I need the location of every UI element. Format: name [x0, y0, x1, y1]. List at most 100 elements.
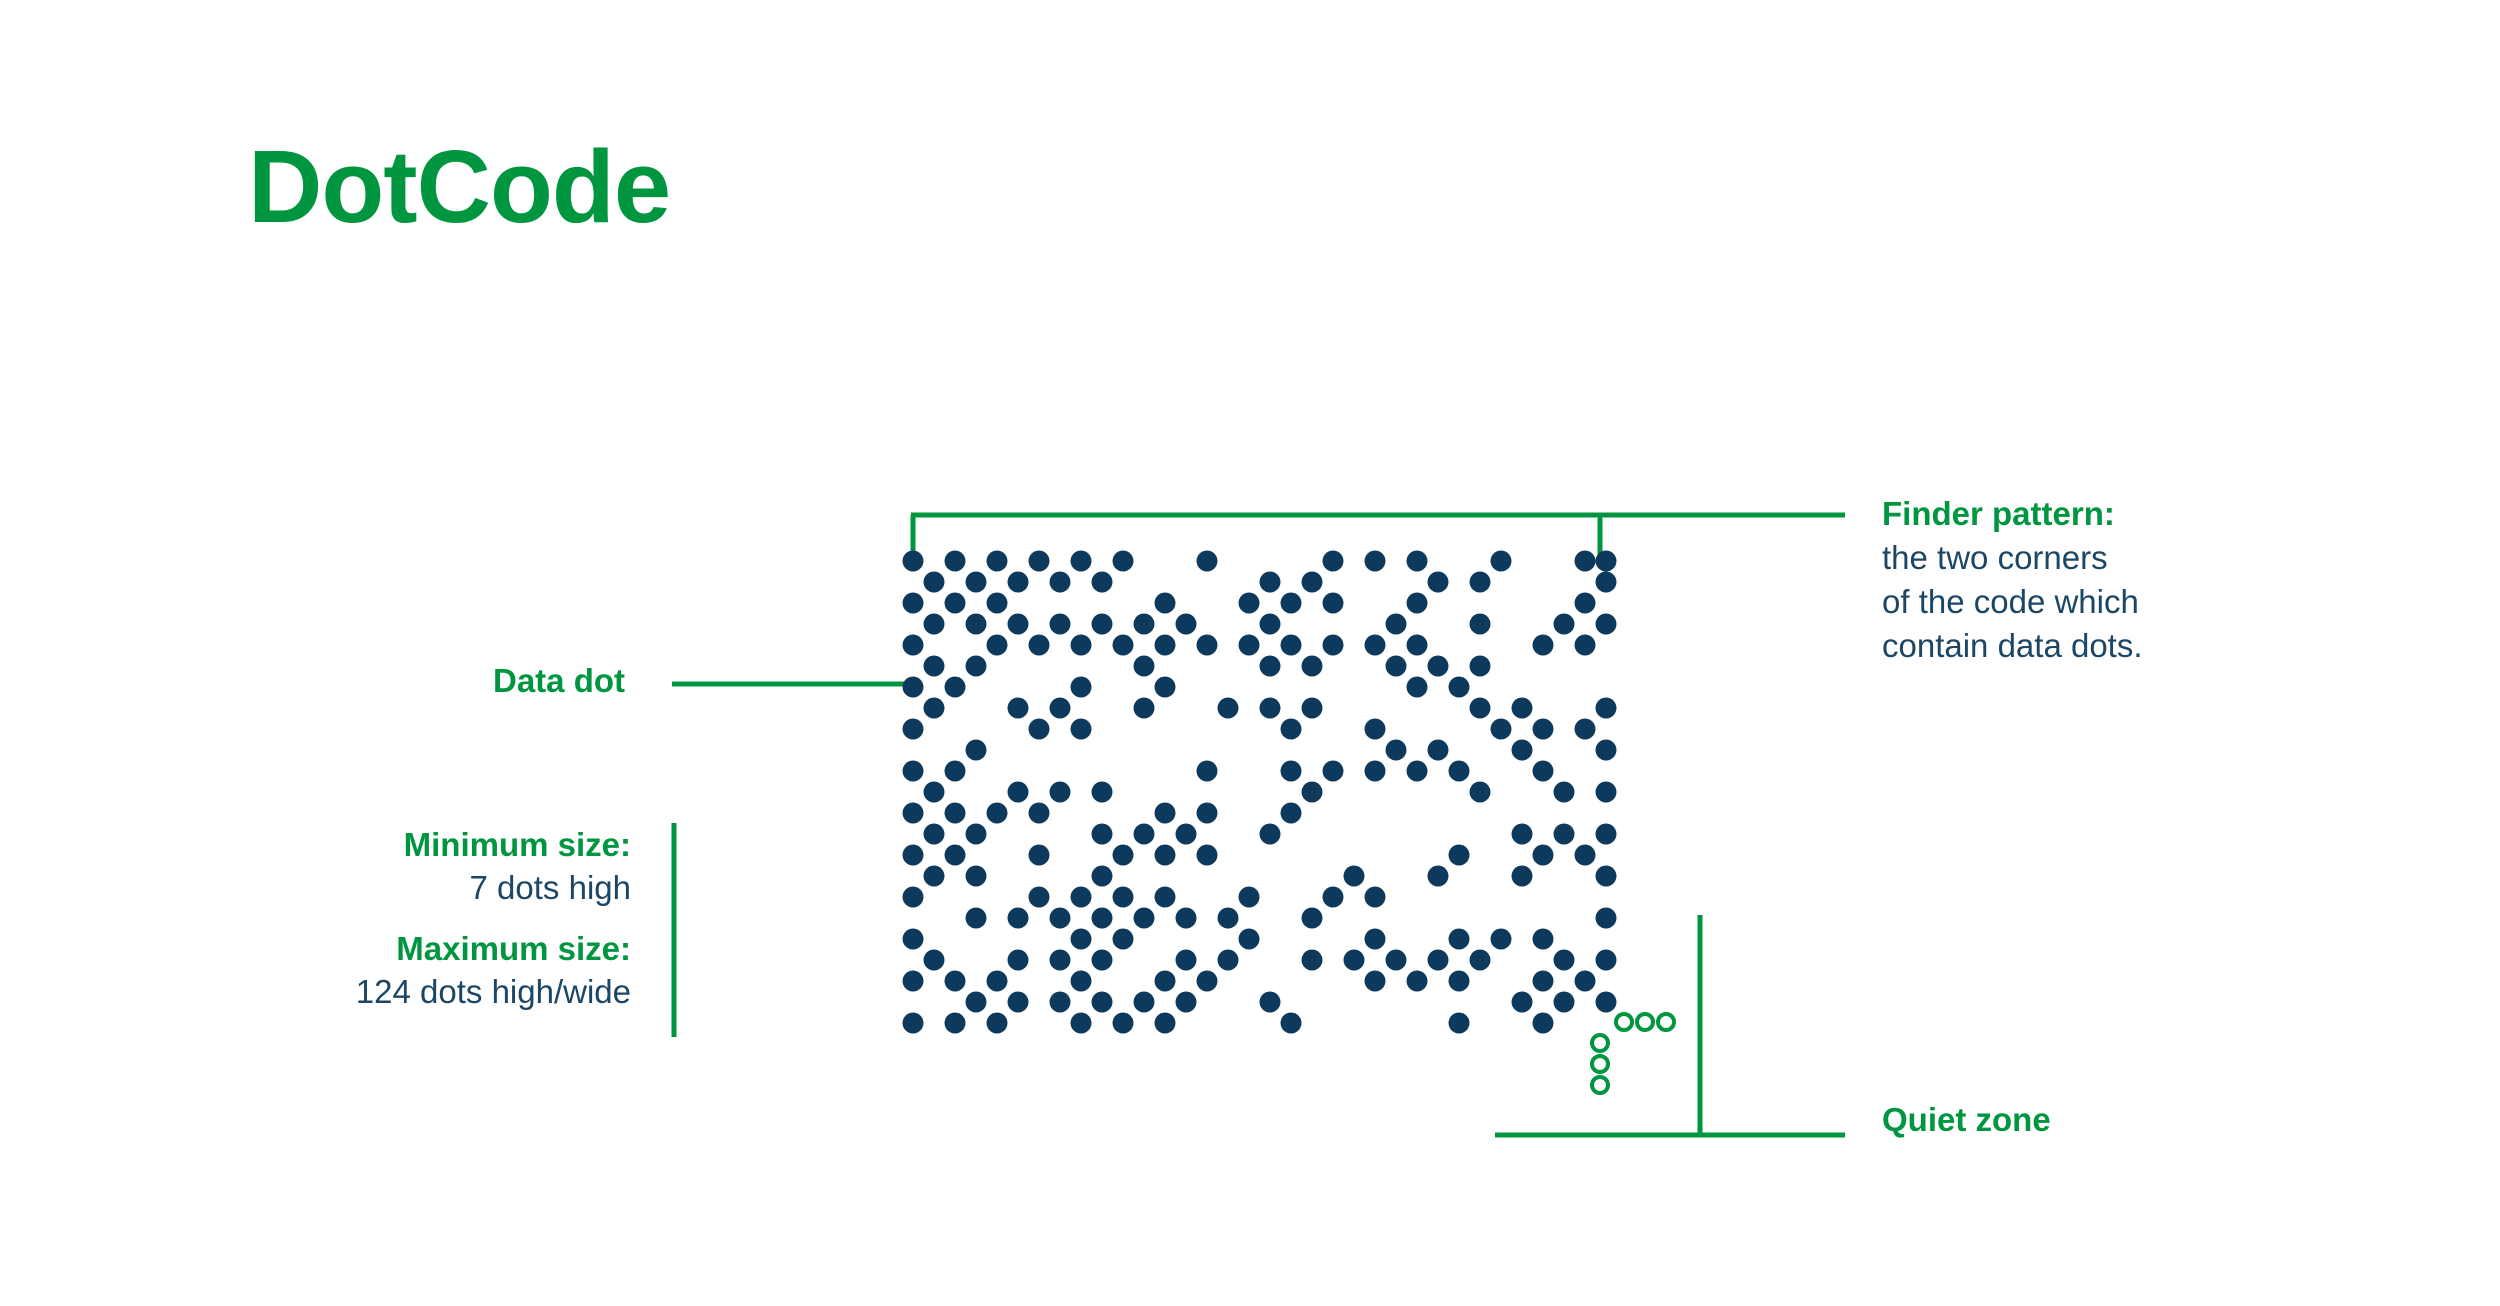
quiet-zone-marker [1590, 1033, 1610, 1053]
size-specs-block: Minimum size: 7 dots high Maximum size: … [0, 824, 631, 1014]
data-dot [1511, 865, 1533, 887]
minimum-size-value: 7 dots high [469, 868, 631, 906]
data-dot [1322, 592, 1344, 614]
data-dot [944, 760, 966, 782]
data-dot [1259, 823, 1281, 845]
data-dot [1532, 718, 1554, 740]
finder-pattern-line-3: contain data dots. [1882, 626, 2143, 664]
data-dot [1595, 991, 1617, 1013]
data-dot [1595, 739, 1617, 761]
finder-leader-lines [910, 512, 1845, 556]
data-dot [1511, 991, 1533, 1013]
dot-matrix [902, 550, 1617, 1034]
data-dot [1364, 718, 1386, 740]
data-dot [1595, 613, 1617, 635]
data-dot [1574, 634, 1596, 656]
data-dot [1406, 634, 1428, 656]
data-dot [1406, 760, 1428, 782]
data-dot [1028, 886, 1050, 908]
finder-pattern-line-2: of the code which [1882, 582, 2139, 620]
data-dot [1469, 655, 1491, 677]
data-dot [986, 802, 1008, 824]
quiet-zone-marker [1590, 1054, 1610, 1074]
data-dot [1406, 676, 1428, 698]
data-dot [1196, 844, 1218, 866]
data-dot [1553, 991, 1575, 1013]
data-dot [1070, 928, 1092, 950]
data-dot [1574, 550, 1596, 572]
data-dot [986, 592, 1008, 614]
data-dot [1112, 634, 1134, 656]
data-dot [1469, 571, 1491, 593]
data-dot [1028, 550, 1050, 572]
data-dot [1448, 676, 1470, 698]
data-dot [1133, 823, 1155, 845]
data-dot [1259, 571, 1281, 593]
data-dot [1007, 991, 1029, 1013]
data-dot [944, 592, 966, 614]
data-dot [1049, 571, 1071, 593]
data-dot [1028, 718, 1050, 740]
data-dot [1364, 550, 1386, 572]
data-dot [1280, 634, 1302, 656]
data-dot [1091, 949, 1113, 971]
data-dot [902, 844, 924, 866]
data-dot [923, 571, 945, 593]
data-dot [1532, 760, 1554, 782]
data-dot [1154, 970, 1176, 992]
data-dot [1112, 886, 1134, 908]
data-dot [1091, 907, 1113, 929]
data-dot [923, 823, 945, 845]
data-dot [1595, 865, 1617, 887]
data-dot [1406, 550, 1428, 572]
data-dot [1595, 697, 1617, 719]
data-dot [1175, 907, 1197, 929]
data-dot [902, 634, 924, 656]
minimum-size-heading: Minimum size: [403, 826, 631, 863]
data-dot [965, 991, 987, 1013]
data-dot [1532, 634, 1554, 656]
data-dot [1280, 592, 1302, 614]
maximum-size-heading: Maximum size: [396, 929, 631, 967]
data-dot [1154, 886, 1176, 908]
data-dot [1490, 550, 1512, 572]
data-dot [1553, 781, 1575, 803]
finder-pattern-dot [1595, 550, 1617, 572]
data-dot [1154, 802, 1176, 824]
data-dot [1448, 844, 1470, 866]
data-dot [1049, 697, 1071, 719]
data-dot [1217, 907, 1239, 929]
data-dot [1028, 802, 1050, 824]
data-dot [1259, 697, 1281, 719]
data-dot [1469, 697, 1491, 719]
data-dot [1196, 550, 1218, 572]
data-dot [965, 739, 987, 761]
data-dot [986, 970, 1008, 992]
data-dot [1133, 697, 1155, 719]
data-dot [1154, 1012, 1176, 1034]
data-dot [1175, 949, 1197, 971]
data-dot [965, 865, 987, 887]
data-dot [965, 571, 987, 593]
data-dot [1049, 991, 1071, 1013]
finder-pattern-block: Finder pattern: the two corners of the c… [1882, 492, 2302, 668]
data-dot [1280, 1012, 1302, 1034]
data-dot [986, 550, 1008, 572]
data-dot [1553, 823, 1575, 845]
data-dot [1427, 655, 1449, 677]
data-dot-label: Data dot [493, 662, 625, 699]
data-dot [986, 1012, 1008, 1034]
data-dot [1049, 907, 1071, 929]
data-dot [902, 970, 924, 992]
data-dot [1196, 760, 1218, 782]
data-dot [1595, 949, 1617, 971]
data-dot [1301, 949, 1323, 971]
data-dot [1553, 613, 1575, 635]
data-dot [1406, 592, 1428, 614]
data-dot [1091, 571, 1113, 593]
data-dot [1574, 592, 1596, 614]
data-dot [1154, 676, 1176, 698]
data-dot [1112, 550, 1134, 572]
data-dot [1532, 928, 1554, 950]
